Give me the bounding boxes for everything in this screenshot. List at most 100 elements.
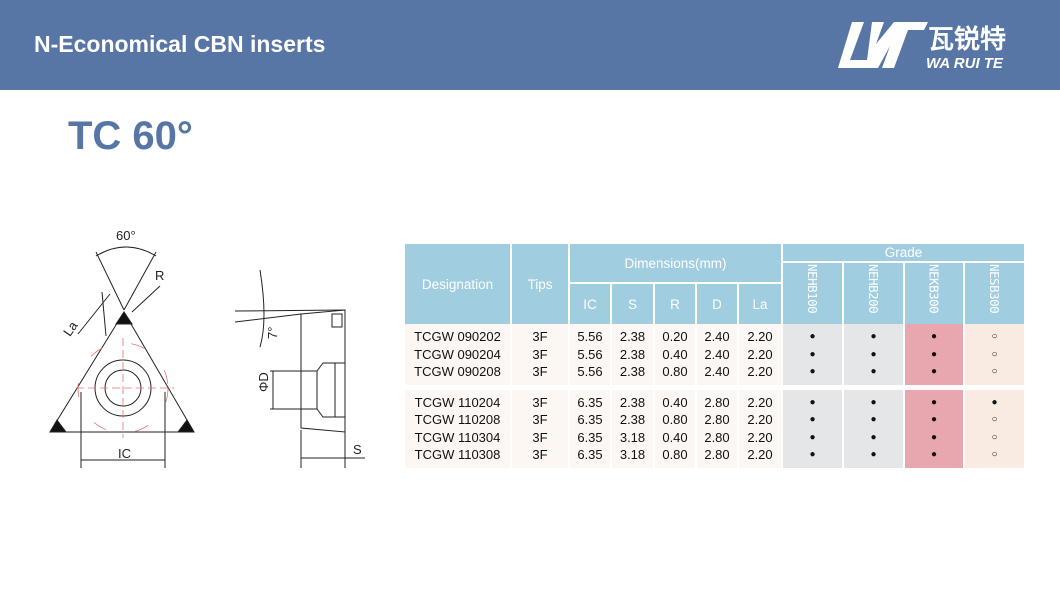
dim-la-cell: 2.20 (739, 328, 781, 346)
dim-d-cell: 2.40 (697, 363, 737, 381)
tips-cell: 3F (512, 393, 568, 411)
spacer (783, 324, 842, 328)
spacer (655, 380, 695, 385)
grade-mark-cell: ● (783, 411, 842, 429)
dim-ic-cell: 5.56 (570, 345, 610, 363)
spacer (405, 463, 510, 468)
dim-r-cell: 0.80 (655, 411, 695, 429)
dim-r-cell: 0.20 (655, 328, 695, 346)
grade-mark-cell: ○ (965, 363, 1024, 381)
dim-d-cell: 2.80 (697, 446, 737, 464)
dim-d-cell: 2.80 (697, 411, 737, 429)
spacer (612, 389, 653, 394)
grade-mark-cell: ● (783, 446, 842, 464)
svg-text:R: R (155, 268, 164, 283)
spacer (739, 463, 781, 468)
col-grade: Grade (783, 244, 1024, 263)
spacer (612, 384, 653, 390)
header-banner: N-Economical CBN inserts 瓦锐特 WA RUI TE (0, 0, 1060, 90)
dim-r-cell: 0.80 (655, 363, 695, 381)
grade-mark-cell: ● (783, 363, 842, 381)
grade-mark-cell: ○ (965, 428, 1024, 446)
dim-r-cell: 0.40 (655, 428, 695, 446)
dim-ic-cell: 5.56 (570, 328, 610, 346)
insert-diagram: 60° R La IC 7° ΦD S (49, 228, 365, 468)
grade-mark-cell: ● (905, 428, 963, 446)
grade-mark-cell: ○ (965, 446, 1024, 464)
svg-text:S: S (353, 442, 362, 457)
spacer (905, 389, 963, 394)
spacer (612, 380, 653, 385)
spacer (965, 380, 1024, 385)
spacer (655, 384, 695, 390)
tips-cell: 3F (512, 345, 568, 363)
spacer (512, 463, 568, 468)
col-dimensions: Dimensions(mm) (570, 244, 781, 284)
dim-d-cell: 2.80 (697, 428, 737, 446)
designation-cell: TCGW 090202 (405, 328, 510, 346)
designation-cell: TCGW 090204 (405, 345, 510, 363)
col-r: R (655, 284, 695, 324)
grade-mark-cell: ● (844, 328, 903, 346)
spacer (844, 324, 903, 328)
spacer (905, 380, 963, 385)
spacer (844, 380, 903, 385)
tips-cell: 3F (512, 446, 568, 464)
spacer (844, 389, 903, 394)
page-title: TC 60° (68, 114, 193, 158)
spacer (655, 389, 695, 394)
dim-s-cell: 2.38 (612, 411, 653, 429)
spacer (655, 463, 695, 468)
tips-cell: 3F (512, 363, 568, 381)
spacer (697, 384, 737, 390)
tips-cell: 3F (512, 328, 568, 346)
spacer (697, 463, 737, 468)
spacer (697, 380, 737, 385)
spacer (697, 324, 737, 328)
dim-r-cell: 0.40 (655, 393, 695, 411)
spacer (405, 380, 510, 385)
grade-nekb300: NEKB300 (905, 263, 963, 324)
grade-mark-cell: ● (905, 345, 963, 363)
spacer (612, 463, 653, 468)
inserts-table: Designation Tips Dimensions(mm) Grade NE… (403, 244, 1026, 468)
dim-d-cell: 2.40 (697, 328, 737, 346)
spacer (739, 389, 781, 394)
spacer (844, 384, 903, 390)
dim-s-cell: 3.18 (612, 446, 653, 464)
spacer (697, 389, 737, 394)
dim-d-cell: 2.80 (697, 393, 737, 411)
col-la: La (739, 284, 781, 324)
svg-text:瓦锐特: 瓦锐特 (928, 24, 1006, 55)
grade-mark-cell: ● (905, 393, 963, 411)
spacer (570, 463, 610, 468)
dim-la-cell: 2.20 (739, 411, 781, 429)
dim-s-cell: 2.38 (612, 363, 653, 381)
grade-mark-cell: ● (783, 428, 842, 446)
spacer (905, 384, 963, 390)
dim-la-cell: 2.20 (739, 345, 781, 363)
spacer (570, 384, 610, 390)
grade-mark-cell: ○ (965, 411, 1024, 429)
svg-text:WA RUI TE: WA RUI TE (926, 55, 1004, 72)
spacer (405, 384, 510, 390)
spacer (739, 324, 781, 328)
dim-s-cell: 3.18 (612, 428, 653, 446)
grade-mark-cell: ● (844, 428, 903, 446)
grade-mark-cell: ● (905, 328, 963, 346)
spacer (965, 389, 1024, 394)
col-tips: Tips (512, 244, 568, 324)
dim-la-cell: 2.20 (739, 428, 781, 446)
col-d: D (697, 284, 737, 324)
spacer (570, 380, 610, 385)
grade-mark-cell: ● (844, 345, 903, 363)
spacer (783, 380, 842, 385)
svg-text:IC: IC (118, 446, 131, 461)
header-title: N-Economical CBN inserts (34, 31, 326, 57)
dim-d-cell: 2.40 (697, 345, 737, 363)
